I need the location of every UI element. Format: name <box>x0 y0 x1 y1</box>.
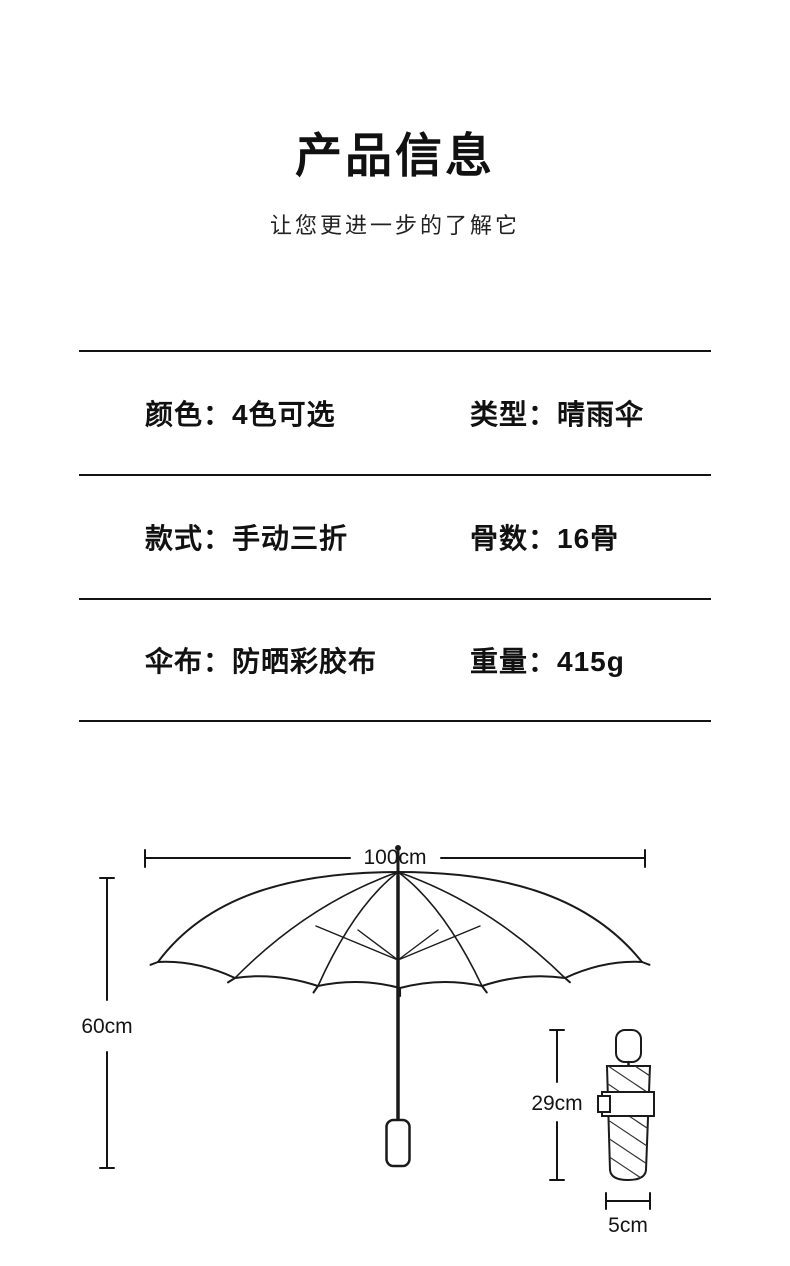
umbrella-canopy-edge <box>157 961 643 990</box>
spec-fabric: 伞布：防晒彩胶布 <box>145 646 378 678</box>
umbrella-rib-tips <box>149 961 651 998</box>
page-subtitle: 让您更进一步的了解它 <box>269 212 520 238</box>
umbrella-canopy-outline <box>157 871 643 964</box>
umbrella-dimensions-svg: 100cm 60cm <box>81 845 655 1237</box>
open-width-measure <box>144 849 646 869</box>
open-height-label: 60cm <box>81 1015 132 1038</box>
spec-weight: 重量：415g <box>470 646 625 678</box>
folded-height-measure <box>549 1029 565 1182</box>
open-umbrella-drawing <box>149 845 651 1168</box>
folded-strap-tab <box>597 1095 611 1114</box>
spec-color: 颜色：4色可选 <box>145 399 336 431</box>
folded-handle <box>615 1029 642 1064</box>
umbrella-stretchers <box>315 925 481 961</box>
spec-type: 类型：晴雨伞 <box>470 399 645 431</box>
folded-width-measure <box>605 1192 651 1211</box>
dimension-diagram: 100cm 60cm <box>0 730 790 1242</box>
folded-umbrella-drawing <box>597 1029 655 1182</box>
spec-style: 款式：手动三折 <box>145 523 349 555</box>
spec-row: 款式：手动三折 骨数：16骨 <box>79 474 711 598</box>
umbrella-ribs <box>234 871 566 988</box>
spec-row: 颜色：4色可选 类型：晴雨伞 <box>79 350 711 474</box>
spec-ribs: 骨数：16骨 <box>470 523 620 555</box>
folded-height-label: 29cm <box>531 1092 582 1115</box>
spec-table: 颜色：4色可选 类型：晴雨伞 款式：手动三折 骨数：16骨 伞布：防晒彩胶布 重… <box>79 350 711 723</box>
folded-width-label: 5cm <box>608 1214 648 1237</box>
page-title: 产品信息 <box>295 129 495 182</box>
umbrella-handle <box>385 1119 411 1168</box>
open-height-measure <box>99 877 115 1170</box>
spec-row: 伞布：防晒彩胶布 重量：415g <box>79 598 711 723</box>
open-width-label: 100cm <box>363 846 426 869</box>
